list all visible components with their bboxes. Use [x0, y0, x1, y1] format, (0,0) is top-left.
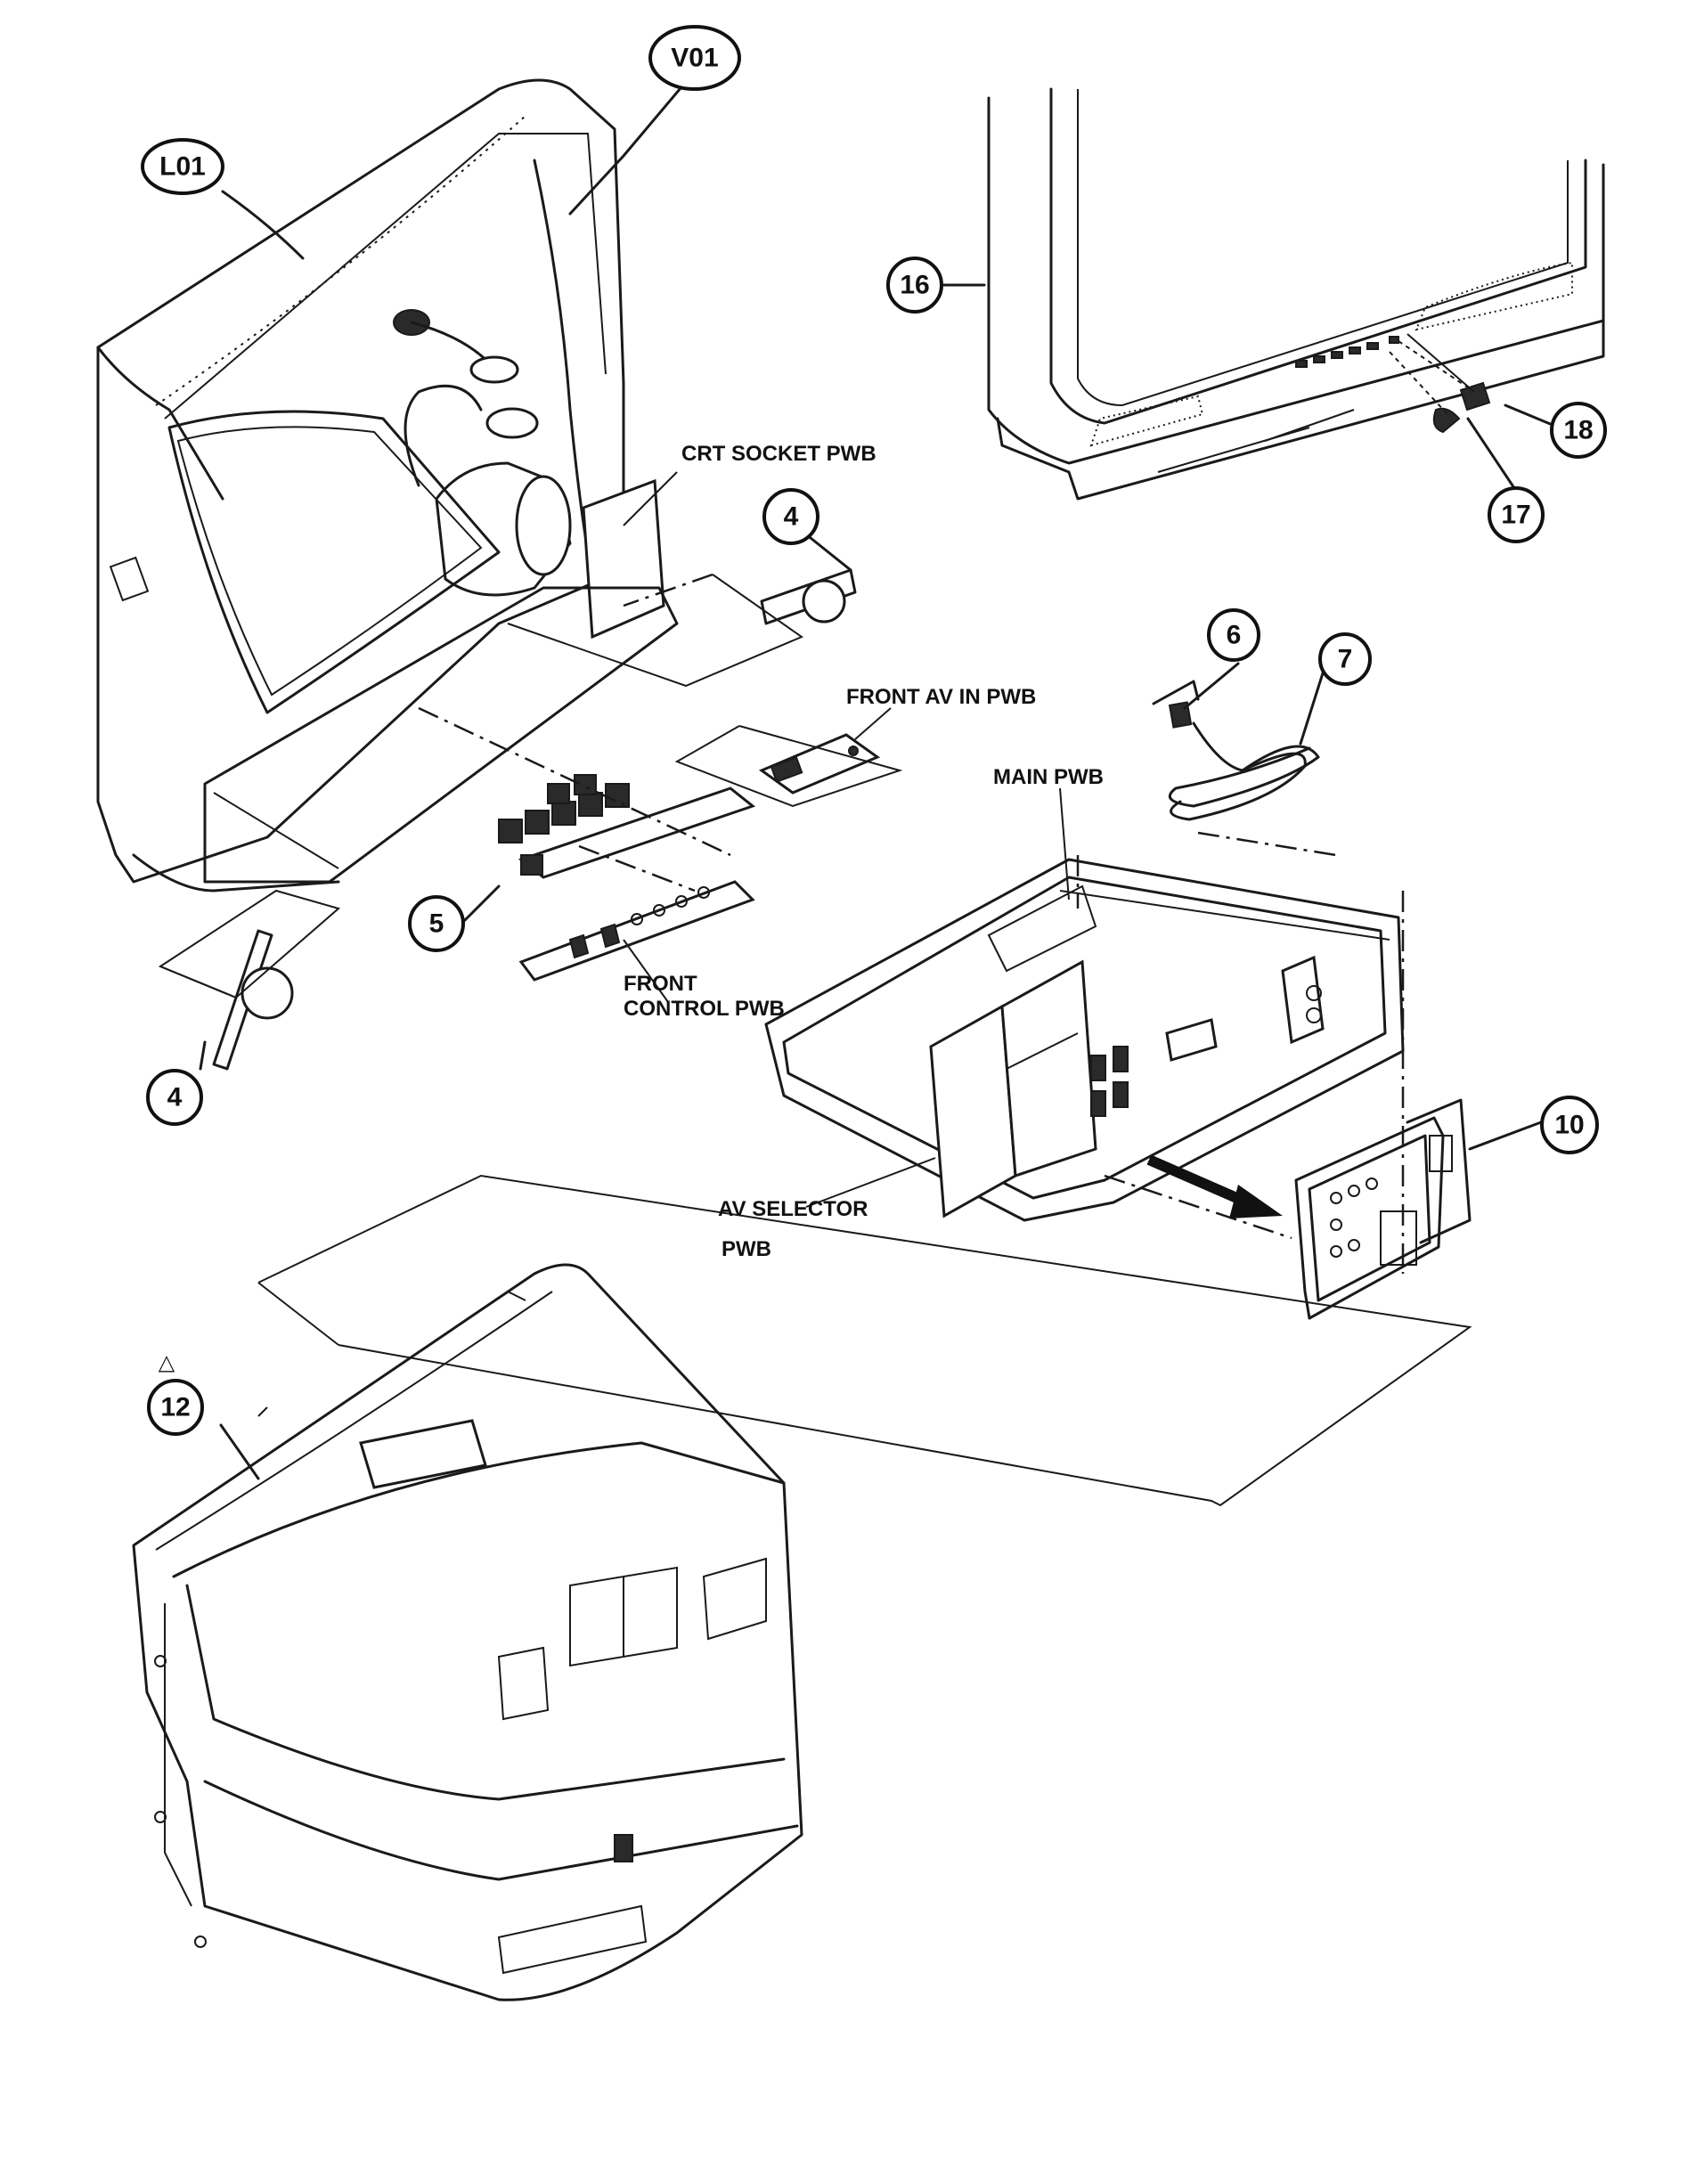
chassis-main-pwb — [764, 855, 1405, 1274]
svg-text:L01: L01 — [159, 152, 206, 182]
svg-text:△: △ — [159, 1351, 175, 1375]
power-cord — [1152, 680, 1337, 857]
label-front-av-in-pwb: FRONT AV IN PWB — [846, 685, 1036, 709]
crt-cabinet-assembly — [96, 78, 679, 892]
svg-text:6: 6 — [1227, 621, 1242, 650]
callout-16: 16 — [886, 257, 943, 314]
safety-mark: △ — [159, 1351, 175, 1375]
svg-text:4: 4 — [784, 502, 799, 532]
front-control-pwb-part — [418, 706, 756, 982]
callout-18: 18 — [1550, 402, 1607, 459]
callout-10: 10 — [1540, 1096, 1599, 1154]
speaker-upper — [507, 568, 857, 688]
label-crt-socket-pwb: CRT SOCKET PWB — [681, 442, 876, 466]
callout-4-upper: 4 — [762, 488, 819, 545]
assembly-arrow — [1146, 1154, 1283, 1218]
svg-text:16: 16 — [900, 271, 929, 300]
terminal-plate — [1294, 1098, 1472, 1320]
front-buttons — [1295, 336, 1399, 368]
callout-17: 17 — [1488, 486, 1545, 543]
callout-l01: L01 — [141, 138, 224, 195]
label-av-selector-1: AV SELECTOR — [718, 1197, 868, 1221]
svg-text:4: 4 — [167, 1083, 183, 1112]
guide-planes — [257, 1174, 1472, 1507]
front-av-in-pwb-part — [674, 725, 903, 808]
callout-7: 7 — [1318, 632, 1372, 686]
leader-lines — [199, 69, 1561, 1480]
svg-text:17: 17 — [1501, 501, 1530, 530]
label-main-pwb: MAIN PWB — [993, 765, 1104, 789]
callout-5: 5 — [408, 895, 465, 952]
callout-v01: V01 — [648, 25, 741, 91]
svg-text:7: 7 — [1338, 645, 1353, 674]
front-cabinet — [987, 87, 1605, 501]
label-av-selector-2: PWB — [722, 1237, 771, 1261]
label-front-control-2: CONTROL PWB — [624, 997, 785, 1021]
label-front-control-1: FRONT — [624, 972, 697, 996]
svg-text:V01: V01 — [671, 44, 718, 73]
svg-text:10: 10 — [1554, 1111, 1584, 1140]
callout-4-lower: 4 — [146, 1069, 203, 1126]
rear-cover — [132, 1263, 803, 2001]
svg-text:5: 5 — [429, 909, 444, 939]
callout-6: 6 — [1207, 608, 1260, 662]
svg-text:12: 12 — [160, 1393, 190, 1422]
speaker-lower — [158, 889, 341, 1071]
svg-text:18: 18 — [1563, 416, 1593, 445]
callout-12: 12 — [147, 1379, 204, 1436]
